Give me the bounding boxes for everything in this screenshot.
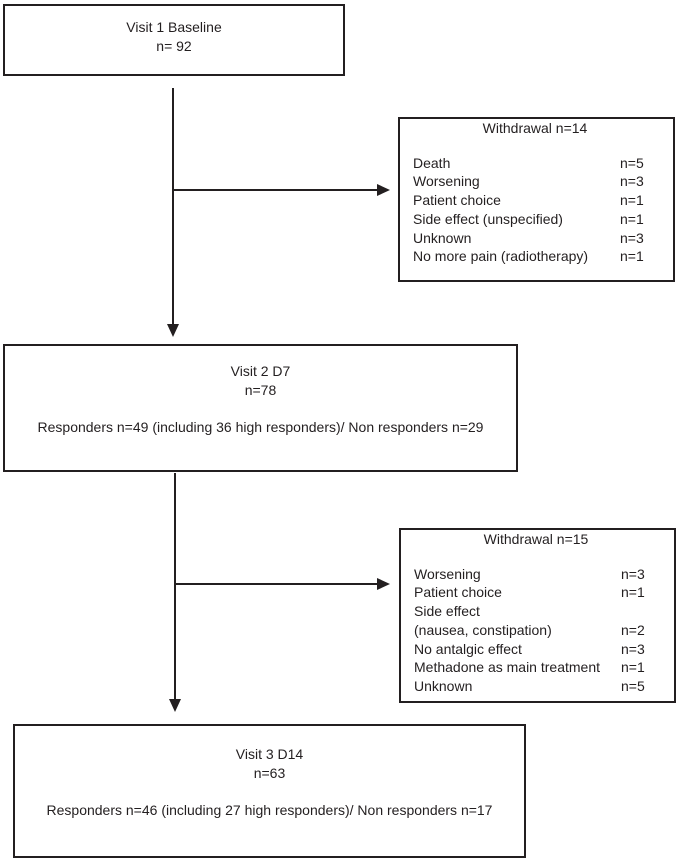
withdrawal-item-value: n=5	[621, 677, 645, 694]
visit1-title: Visit 1 Baseline	[126, 19, 222, 35]
withdrawal-item-value: n=1	[621, 584, 645, 601]
withdrawal-item-value: n=3	[621, 565, 645, 582]
withdrawal-item: Methadone as main treatment n=1	[414, 658, 658, 677]
withdrawal-item-label: Side effect (unspecified)	[413, 210, 563, 227]
withdrawal-item: Side effect (unspecified) n=1	[413, 210, 657, 229]
withdrawal-item-label: Unknown	[414, 677, 473, 694]
visit3-n: n=63	[253, 764, 286, 781]
withdrawal-item-label: Methadone as main treatment	[414, 659, 600, 676]
arrow-to-withdrawal1-arrowhead-icon	[377, 184, 390, 196]
arrow-to-withdrawal2-arrowhead-icon	[377, 578, 390, 590]
withdrawal-item-label: Worsening	[413, 173, 480, 190]
visit2-title: Visit 2 D7	[230, 363, 291, 379]
withdrawal-item: Unknown n=3	[413, 229, 657, 248]
withdrawal-item-value: n=5	[620, 154, 644, 171]
withdrawal-item-value: n=1	[620, 192, 644, 209]
withdrawal1-box: Withdrawal n=14 Death n=5 Worsening n=3 …	[398, 117, 675, 282]
arrow-visit2-to-visit3-arrowhead-icon	[169, 699, 181, 712]
withdrawal2-box: Withdrawal n=15 Worsening n=3 Patient ch…	[399, 528, 676, 703]
visit1-box: Visit 1 Baseline n= 92	[3, 4, 345, 76]
visit3-responders-detail: Responders n=46 (including 27 high respo…	[46, 802, 493, 819]
withdrawal-item-value: n=3	[620, 229, 644, 246]
arrow-visit1-to-visit2-line	[172, 88, 174, 325]
withdrawal-item-label: Worsening	[414, 565, 481, 582]
withdrawal-item-label: Death	[413, 154, 451, 171]
withdrawal-item-label: (nausea, constipation)	[414, 621, 552, 638]
visit3-box: Visit 3 D14 n=63 Responders n=46 (includ…	[13, 724, 526, 858]
visit2-responders-detail: Responders n=49 (including 36 high respo…	[37, 419, 484, 436]
withdrawal-item-value: n=1	[620, 210, 644, 227]
arrow-visit2-to-visit3-line	[174, 473, 176, 700]
withdrawal-item-label: No more pain (radiotherapy)	[413, 248, 589, 265]
withdrawal-item-label: Patient choice	[414, 584, 502, 601]
withdrawal-item-value: n=1	[621, 659, 645, 676]
withdrawal-item-label: Patient choice	[413, 192, 501, 209]
withdrawal2-list: Worsening n=3 Patient choice n=1 Side ef…	[414, 565, 658, 696]
withdrawal-item-value: n=3	[620, 173, 644, 190]
visit3-title: Visit 3 D14	[235, 746, 304, 762]
withdrawal-item-value: n=2	[621, 621, 645, 638]
withdrawal-item: Death n=5	[413, 154, 657, 173]
withdrawal-item-value	[621, 602, 658, 621]
withdrawal-item-value: n=3	[621, 640, 645, 657]
visit1-n: n= 92	[156, 37, 192, 54]
withdrawal-item: (nausea, constipation) n=2	[414, 621, 658, 640]
arrow-visit1-to-visit2-arrowhead-icon	[167, 324, 179, 337]
withdrawal-item: No more pain (radiotherapy) n=1	[413, 247, 657, 266]
withdrawal1-list: Death n=5 Worsening n=3 Patient choice n…	[413, 154, 657, 266]
withdrawal-item: No antalgic effect n=3	[414, 640, 658, 659]
withdrawal-item: Worsening n=3	[414, 565, 658, 584]
withdrawal-item-label: No antalgic effect	[414, 640, 522, 657]
withdrawal-item: Worsening n=3	[413, 172, 657, 191]
withdrawal-item: Patient choice n=1	[413, 191, 657, 210]
withdrawal1-title: Withdrawal n=14	[482, 120, 588, 136]
withdrawal-item-label: Side effect	[414, 603, 480, 620]
visit2-n: n=78	[244, 381, 277, 398]
withdrawal-item-label: Unknown	[413, 229, 472, 246]
withdrawal-item: Unknown n=5	[414, 677, 658, 696]
withdrawal-item: Side effect	[414, 602, 658, 621]
visit2-box: Visit 2 D7 n=78 Responders n=49 (includi…	[3, 344, 518, 472]
arrow-to-withdrawal1-line	[173, 189, 378, 191]
withdrawal-item-value: n=1	[620, 248, 644, 265]
arrow-to-withdrawal2-line	[175, 583, 378, 585]
withdrawal2-title: Withdrawal n=15	[483, 531, 589, 547]
withdrawal-item: Patient choice n=1	[414, 583, 658, 602]
